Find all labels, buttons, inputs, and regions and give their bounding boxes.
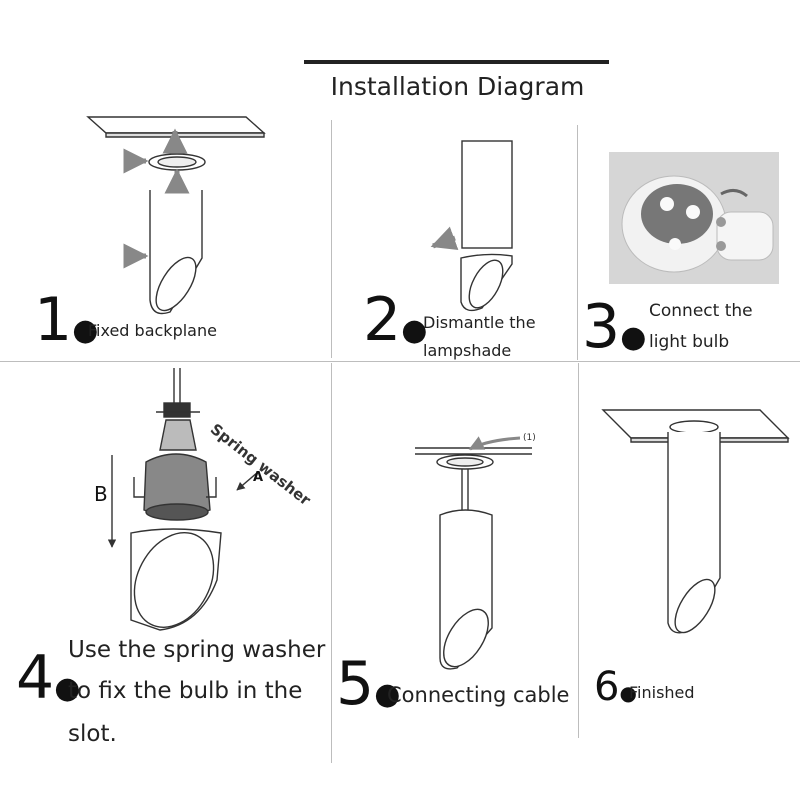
step2-number: 2● <box>363 285 428 355</box>
step1-arrows <box>123 128 190 269</box>
arrow-a-label: A <box>253 470 264 485</box>
callout-1-label: (1) <box>523 433 536 443</box>
step3-photo <box>609 152 779 284</box>
arrow-b-label: B <box>94 482 108 506</box>
step4-number: 4● <box>16 643 81 713</box>
step4-caption-line2: to fix the bulb in the <box>68 678 303 704</box>
step1-number: 1● <box>34 285 99 355</box>
divider-v1-top <box>331 120 332 358</box>
step5-caption: Connecting cable <box>387 683 570 707</box>
socket-photo-icon <box>609 152 779 284</box>
title-bar <box>304 60 609 64</box>
step2-caption-line2: lampshade <box>423 341 512 360</box>
step2-illustration <box>460 140 513 312</box>
step6-number: 6● <box>594 664 637 710</box>
divider-v2-top <box>577 125 578 360</box>
diagram-title: Installation Diagram <box>330 72 585 101</box>
step4-caption-line1: Use the spring washer <box>68 637 326 663</box>
step2-caption-line1: Dismantle the <box>423 313 536 332</box>
step1-illustration <box>86 116 266 315</box>
divider-v2-bottom <box>578 363 579 738</box>
step4-arrow-a <box>236 471 259 491</box>
step1-caption: Fixed backplane <box>88 321 217 340</box>
divider-v1-bottom <box>331 363 332 763</box>
step3-number: 3● <box>582 292 647 362</box>
step2-arrow <box>430 226 459 251</box>
step5-number: 5● <box>336 649 401 719</box>
divider-h-middle <box>0 361 800 362</box>
step6-caption: Finished <box>629 683 695 702</box>
step5-illustration <box>415 447 532 670</box>
step5-callout-line <box>468 436 521 451</box>
step3-caption-line2: light bulb <box>649 332 730 352</box>
step3-caption-line1: Connect the <box>649 301 753 321</box>
step4-caption-line3: slot. <box>68 721 117 747</box>
step6-illustration <box>601 409 790 634</box>
step4-illustration <box>130 368 222 631</box>
